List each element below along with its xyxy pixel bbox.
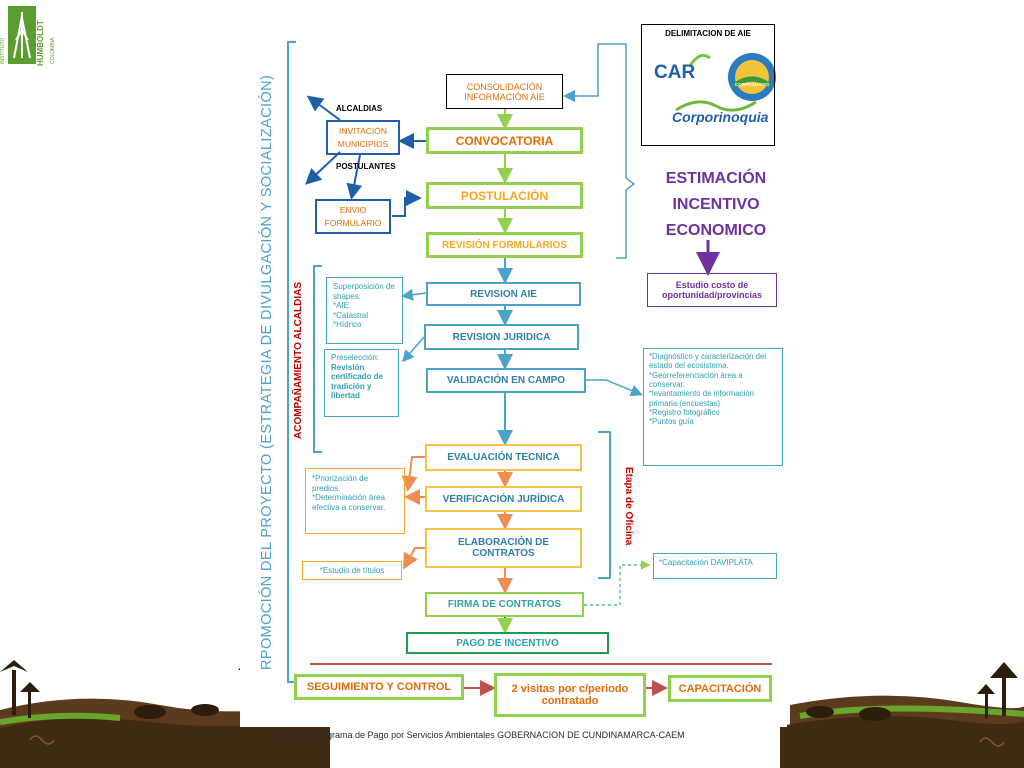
logo-subtitle-right: COLOMBIA — [50, 37, 56, 64]
superposicion-item: *AIE — [333, 301, 350, 311]
superposicion-title: Superposición de shapes: — [333, 282, 395, 301]
postulacion-box: POSTULACIÓN — [426, 182, 583, 209]
delimitation-panel — [641, 24, 775, 146]
strategy-title: RPOMOCIÓN DEL PROYECTO (ESTRATEGIA DE DI… — [259, 74, 275, 670]
seguimiento-box: SEGUIMIENTO Y CONTROL — [294, 674, 464, 700]
partner-logos — [675, 53, 776, 112]
diagram-background — [240, 15, 787, 727]
logo-subtitle-left: INSTITUTO — [0, 37, 6, 64]
firma-box: FIRMA DE CONTRATOS — [425, 592, 584, 617]
alcaldias-label: ALCALDIAS — [336, 104, 383, 113]
preseleccion-title: Preselección: — [331, 353, 380, 362]
capacitacion-box: CAPACITACIÓN — [668, 675, 772, 702]
priorizacion-item: *Determinación área efectiva a conservar… — [312, 493, 386, 512]
preseleccion-box: Preselección: Revisión certificado de tr… — [324, 349, 399, 417]
priorizacion-box: *Priorización de predios. *Determinación… — [305, 468, 405, 534]
corpoguavio-logo: CORPOGUAVIO — [735, 82, 769, 87]
superposicion-item: *Catastral — [333, 310, 369, 320]
consolidation-box: CONSOLIDACIÓN INFORMACIÓN AIE — [446, 74, 563, 109]
diagnostico-item: *Registro fotográfico — [649, 408, 720, 418]
humboldt-logo — [8, 6, 36, 64]
strategy-bracket — [287, 41, 296, 683]
diagnostico-item: *Diagnóstico y caracterización del estad… — [649, 352, 767, 371]
invitacion-box: INVITACIÓN MUNICIPIOS — [326, 120, 400, 155]
diagnostico-item: *levantamiento de información primaria (… — [649, 389, 754, 408]
daviplata-box: *Capacitación DAVIPLATA — [653, 553, 777, 579]
delimitation-brace — [600, 43, 636, 259]
corporinoquia-logo: Corporinoquia — [672, 109, 769, 125]
verificacion-box: VERIFICACIÓN JURÍDICA — [425, 486, 582, 512]
pago-box: PAGO DE INCENTIVO — [406, 632, 609, 654]
logo-name: HUMBOLDT — [36, 20, 45, 66]
preseleccion-detail: Revisión certificado de tradición y libe… — [331, 362, 384, 401]
convocatoria-box: CONVOCATORIA — [426, 127, 583, 154]
elaboracion-box: ELABORACIÓN DE CONTRATOS — [425, 528, 582, 568]
superposicion-box: Superposición de shapes: *AIE *Catastral… — [326, 277, 403, 344]
estimation-title: ESTIMACIÓN INCENTIVO ECONOMICO — [665, 170, 767, 239]
priorizacion-item: *Priorización de predios. — [312, 474, 369, 493]
car-logo: CAR — [654, 62, 696, 83]
revision-aie-box: REVISION AIE — [426, 282, 581, 306]
delimitation-title: DELIMITACION DE AIE — [665, 29, 751, 38]
diagnostico-box: *Diagnóstico y caracterización del estad… — [643, 348, 783, 466]
diagnostico-item: *Georreferenciación área a conservar. — [649, 370, 743, 390]
accompaniment-title: ACOMPAÑAMIENTO ALCALDIAS — [293, 281, 304, 439]
office-bracket — [598, 431, 611, 579]
envio-box: ENVIO FORMULARIO — [315, 199, 391, 234]
titulos-box: *Estudio de títulos — [302, 561, 402, 580]
postulantes-label: POSTULANTES — [336, 162, 396, 171]
validacion-box: VALIDACIÓN EN CAMPO — [426, 368, 586, 393]
superposicion-item: *Hídrico — [333, 320, 362, 330]
office-stage-title: Etapa de Oficina — [623, 466, 634, 546]
diagnostico-item: *Puntos guía — [649, 417, 694, 427]
study-box: Estudio costo de oportunidad/provincias — [647, 273, 777, 307]
footer-source: Fuente: Programa de Pago por Servicios A… — [280, 730, 685, 740]
visitas-box: 2 visitas por c/periodo contratado — [494, 673, 646, 717]
evaluacion-box: EVALUACIÓN TECNICA — [425, 444, 582, 471]
revision-juridica-box: REVISION JURIDICA — [424, 324, 579, 350]
accompaniment-bracket — [313, 265, 322, 453]
revision-formularios-box: REVISIÓN FORMULARIOS — [426, 232, 583, 258]
